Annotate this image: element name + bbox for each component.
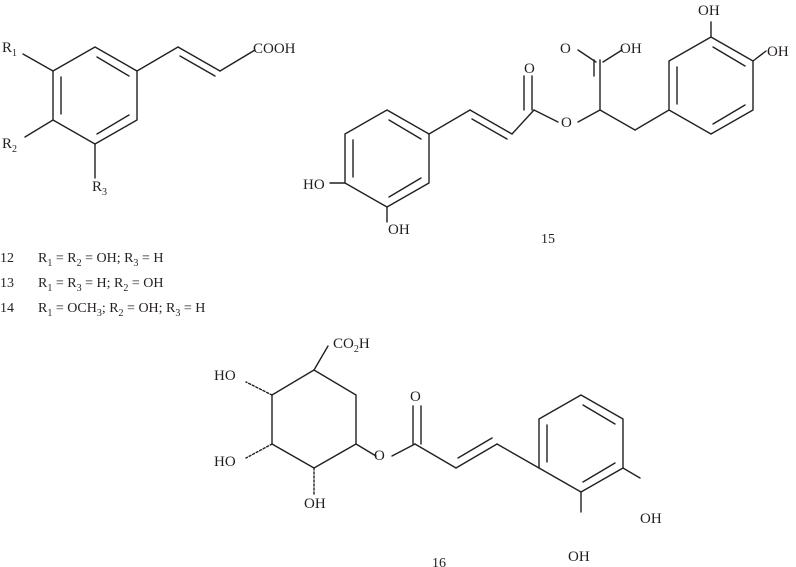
chain-15 xyxy=(428,49,670,140)
side-chain-12-14 xyxy=(136,46,256,77)
compound-13-formula: R1 = R3 = H; R2 = OH xyxy=(38,276,163,294)
compound-14-number: 14 xyxy=(0,301,14,316)
oh-bottom-16: OH xyxy=(304,496,326,512)
carbonyl-o-16: O xyxy=(410,389,421,405)
compound-table: 12 R1 = R2 = OH; R3 = H 13 R1 = R3 = H; … xyxy=(0,251,205,319)
acid-oh-15: OH xyxy=(620,41,642,57)
quinic-ring-16 xyxy=(245,345,377,495)
ring-oh-bottom-16: OH xyxy=(568,549,590,565)
left-ho-15: HO xyxy=(303,177,325,193)
compound-15-number: 15 xyxy=(541,232,555,247)
ester-o-15: O xyxy=(561,115,572,131)
ho-mid-16: HO xyxy=(214,454,236,470)
ring-oh-right-16: OH xyxy=(640,511,662,527)
r1-label: R1 xyxy=(2,40,17,59)
substituent-bonds-12-14 xyxy=(22,53,96,179)
right-oh-side-15: OH xyxy=(767,44,789,60)
chain-16 xyxy=(391,405,540,469)
compound-13-number: 13 xyxy=(0,276,14,291)
compound-12-formula: R1 = R2 = OH; R3 = H xyxy=(38,251,163,269)
acid-o-15: O xyxy=(560,41,571,57)
ring-16 xyxy=(538,394,641,513)
right-oh-top-15: OH xyxy=(698,3,720,19)
ho-top-16: HO xyxy=(214,368,236,384)
left-ring-15 xyxy=(329,109,430,223)
co2h-label-16: CO2H xyxy=(333,336,370,355)
carbonyl-o-15: O xyxy=(524,61,535,77)
r2-label: R2 xyxy=(2,136,17,155)
r3-label: R3 xyxy=(92,179,107,198)
structure-15: O O O OH HO OH OH OH 15 xyxy=(303,3,789,247)
left-oh-15: OH xyxy=(388,222,410,238)
benzene-ring-12-14 xyxy=(52,46,138,145)
compound-16-number: 16 xyxy=(432,556,446,567)
compound-14-formula: R1 = OCH3; R2 = OH; R3 = H xyxy=(38,301,205,319)
ester-o-16: O xyxy=(374,448,385,464)
right-ring-15 xyxy=(668,21,767,135)
cooh-label: COOH xyxy=(253,41,296,57)
structure-12-14: R1 R2 R3 COOH xyxy=(2,40,296,198)
structure-16: CO2H HO HO OH O O OH OH 16 xyxy=(214,336,662,567)
compound-12-number: 12 xyxy=(0,251,14,266)
